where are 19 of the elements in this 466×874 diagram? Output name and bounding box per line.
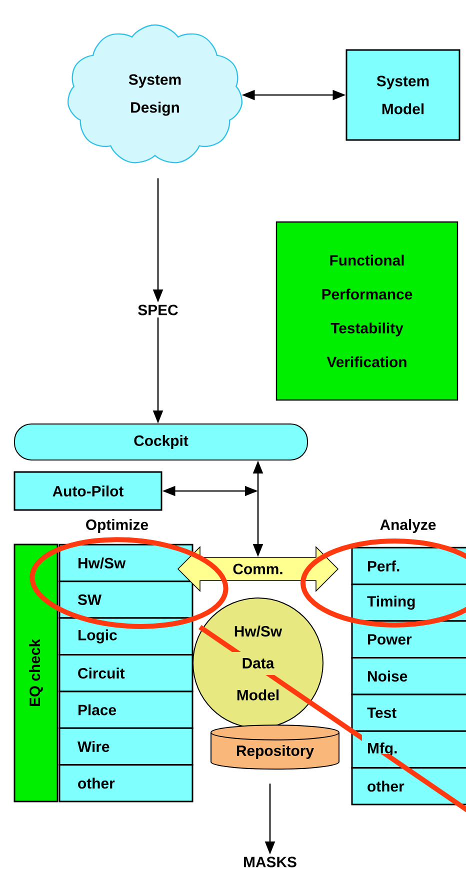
process-box: System Model [346,49,460,141]
column-heading: Analyze [380,519,436,533]
list-box: Test [351,694,466,732]
vertical-bar: EQ check [14,544,58,802]
list-box: SW [58,580,194,619]
process-box: Auto-Pilot [14,471,162,511]
list-box: other [351,767,466,806]
list-box: Circuit [58,654,194,692]
list-box: Wire [58,727,194,766]
note-box: Functional Performance Testability Verification [276,221,458,401]
column-heading: Optimize [86,519,148,533]
list-box: Noise [351,657,466,696]
list-box: Perf. [351,546,466,586]
text-label: MASKS [244,856,296,868]
text-label: SPEC [138,304,178,316]
rounded-box: Cockpit [14,424,308,460]
list-box: Place [58,690,194,729]
list-box: other [58,764,194,802]
list-box: Timing [351,584,466,622]
